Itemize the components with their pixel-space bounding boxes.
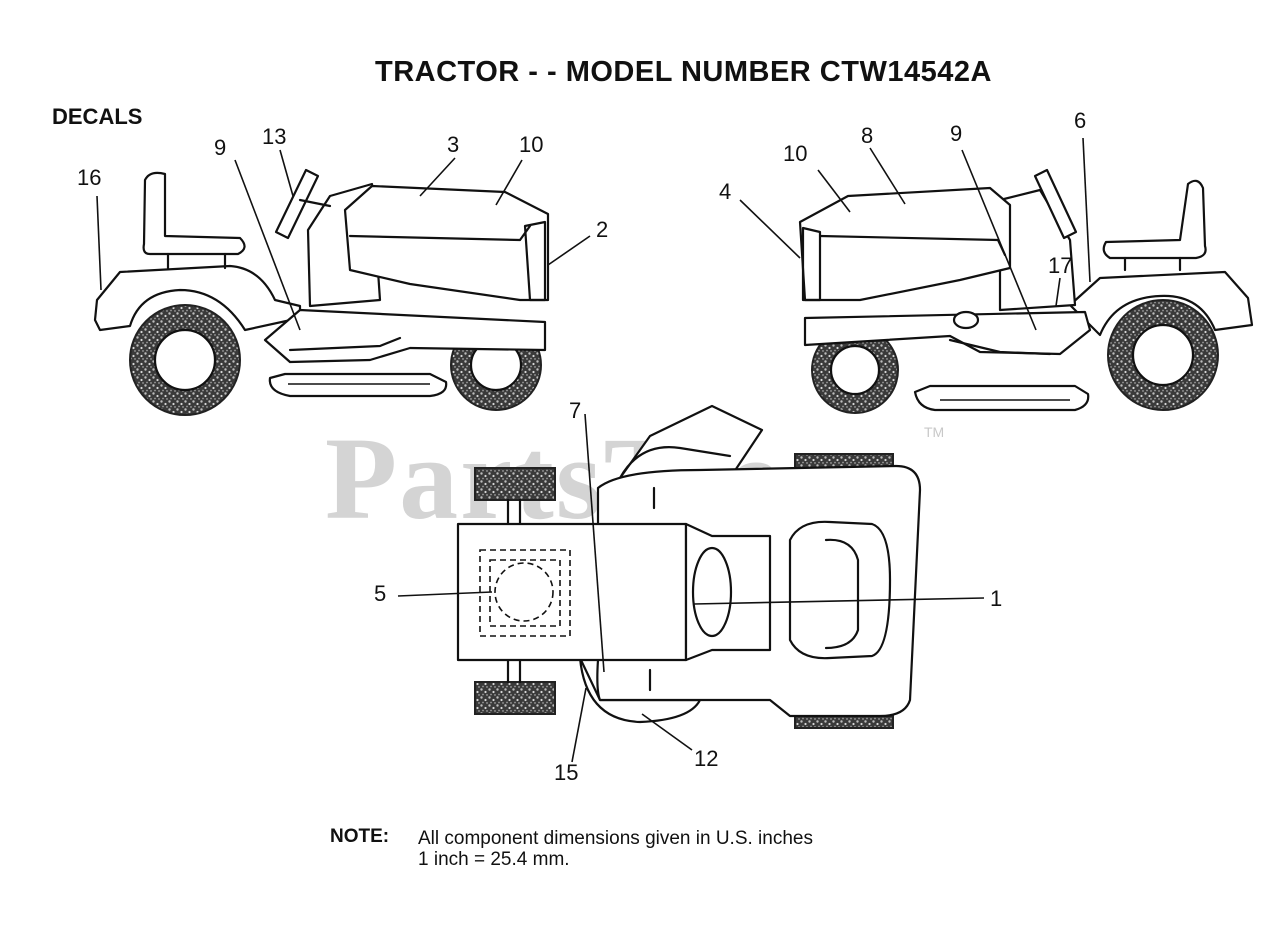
left-view-steering-wheel: [274, 168, 320, 240]
callout-left-13: 13: [262, 124, 286, 149]
callout-top-1: 1: [990, 586, 1002, 611]
right-view-rear-fender: [1068, 270, 1254, 337]
callout-right-17: 17: [1048, 253, 1072, 278]
top-view: [397, 404, 985, 763]
callout-right-10: 10: [783, 141, 807, 166]
callout-right-8: 8: [861, 123, 873, 148]
callout-right-4: 4: [719, 179, 731, 204]
note-line-2: 1 inch = 25.4 mm.: [418, 849, 570, 870]
right-view-mower-deck: [913, 384, 1090, 412]
callout-top-7: 7: [569, 398, 581, 423]
section-label: DECALS: [52, 104, 143, 129]
callout-left-9: 9: [214, 135, 226, 160]
note-text: All component dimensions given in U.S. i…: [418, 828, 813, 870]
note-label: NOTE:: [330, 826, 390, 847]
left-view-rear-fender: [93, 264, 302, 332]
top-view-steering-wheel: [691, 546, 733, 638]
callout-left-10: 10: [519, 132, 543, 157]
callout-top-12: 12: [694, 746, 718, 771]
callout-right-6: 6: [1074, 108, 1086, 133]
top-view-mower-deck: [578, 656, 702, 724]
top-view-rear-body: [456, 522, 688, 662]
right-view-steering-wheel: [1033, 168, 1078, 240]
note-line-1: All component dimensions given in U.S. i…: [418, 828, 813, 849]
left-view-seat: [142, 171, 246, 256]
top-view-rear-right-tire: [474, 681, 556, 715]
top-view-front-right-tire: [794, 715, 894, 729]
left-side-view: [93, 149, 591, 416]
page-title: TRACTOR - - MODEL NUMBER CTW14542A: [375, 56, 992, 88]
left-view-hood: [343, 184, 550, 302]
top-view-dashed-plate: [479, 549, 571, 637]
left-view-mower-deck: [268, 372, 448, 398]
right-view-seat: [1102, 179, 1207, 260]
callout-right-9: 9: [950, 121, 962, 146]
right-view-hood: [798, 186, 1012, 302]
callout-top-15: 15: [554, 760, 578, 785]
callout-top-5: 5: [374, 581, 386, 606]
right-side-view: [739, 137, 1254, 414]
top-view-hood: [788, 520, 892, 660]
callout-left-3: 3: [447, 132, 459, 157]
watermark-trademark: TM: [924, 424, 945, 440]
callout-left-16: 16: [77, 165, 101, 190]
top-view-rear-left-tire: [474, 467, 556, 501]
callout-left-2: 2: [596, 217, 608, 242]
